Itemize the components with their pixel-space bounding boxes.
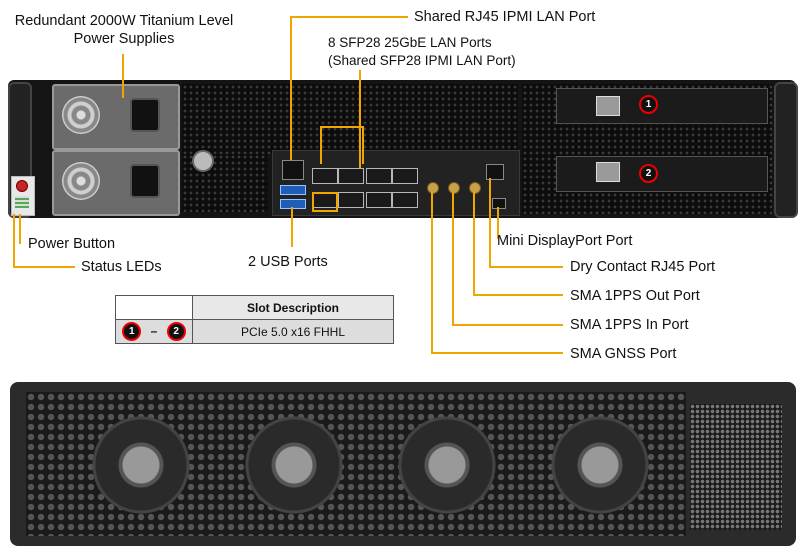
label-sfp: 8 SFP28 25GbE LAN Ports (Shared SFP28 IP… xyxy=(328,34,516,70)
slot-2-card-port xyxy=(596,162,620,182)
slot-description-table: Slot Description 1 – 2 PCIe 5.0 x16 FHHL xyxy=(115,295,394,344)
slot-table-description: PCIe 5.0 x16 FHHL xyxy=(192,319,394,344)
fan-1-icon xyxy=(66,390,216,540)
slot-table-header: Slot Description xyxy=(192,295,394,320)
label-usb: 2 USB Ports xyxy=(248,254,328,270)
callout-line-power-button xyxy=(19,214,21,244)
label-sma-in: SMA 1PPS In Port xyxy=(570,317,689,333)
slot-table-separator: – xyxy=(150,323,158,338)
slot-table-badge-start: 1 xyxy=(122,322,142,341)
slot-1-card-port xyxy=(596,96,620,116)
sfp-group-highlight xyxy=(320,126,364,164)
sma-1pps-in-port[interactable] xyxy=(448,182,460,194)
label-sfp-line-1: 8 SFP28 25GbE LAN Ports xyxy=(328,35,492,50)
rear-vent-grille xyxy=(182,84,518,154)
psu-fan-icon xyxy=(62,96,100,134)
callout-line-ipmi-v xyxy=(290,16,292,160)
shared-ipmi-sfp-highlight xyxy=(312,192,338,212)
callout-line-sfp xyxy=(359,70,361,168)
pcie-slot-2 xyxy=(556,156,768,192)
fan-4-icon xyxy=(525,390,675,540)
sma-1pps-out-port[interactable] xyxy=(469,182,481,194)
label-psu: Redundant 2000W Titanium Level Power Sup… xyxy=(8,12,240,48)
callout-line-status-leds-h xyxy=(13,266,75,268)
callout-line-usb xyxy=(291,207,293,247)
slot-table-corner xyxy=(115,295,193,320)
ipmi-lan-port[interactable] xyxy=(282,160,304,180)
callout-line-psu xyxy=(122,54,124,98)
label-sma-out: SMA 1PPS Out Port xyxy=(570,288,700,304)
sfp28-port-2[interactable] xyxy=(338,168,364,184)
grounding-screw xyxy=(192,150,214,172)
label-mini-dp: Mini DisplayPort Port xyxy=(497,233,633,249)
callout-line-status-leds-v xyxy=(13,214,15,268)
callout-line-sma-in-v xyxy=(452,192,454,326)
slot-table-badge-end: 2 xyxy=(166,322,186,341)
sfp28-port-8[interactable] xyxy=(392,192,418,208)
callout-line-sma-gnss-v xyxy=(431,192,433,354)
label-dry-contact: Dry Contact RJ45 Port xyxy=(570,259,716,275)
fan-2-icon xyxy=(219,390,369,540)
callout-line-mini-dp xyxy=(497,207,499,239)
callout-line-dry-contact-v xyxy=(489,178,491,268)
label-sfp-line-2: (Shared SFP28 IPMI LAN Port) xyxy=(328,53,516,68)
sfp28-port-7[interactable] xyxy=(366,192,392,208)
power-button[interactable] xyxy=(16,180,28,192)
dry-contact-rj45-port[interactable] xyxy=(486,164,504,180)
callout-line-dry-contact-h xyxy=(489,266,563,268)
callout-line-ipmi-h xyxy=(290,16,408,18)
label-sma-gnss: SMA GNSS Port xyxy=(570,346,677,362)
callout-line-sma-gnss-h xyxy=(431,352,563,354)
usb-port-2[interactable] xyxy=(280,199,306,209)
power-supply-1 xyxy=(52,84,180,150)
rear-vent-grille-lower xyxy=(182,154,268,212)
label-ipmi: Shared RJ45 IPMI LAN Port xyxy=(414,9,596,25)
front-side-grille xyxy=(690,404,782,530)
callout-line-sma-out-v xyxy=(473,192,475,296)
sfp28-port-1[interactable] xyxy=(312,168,338,184)
label-status-leds: Status LEDs xyxy=(81,259,162,275)
slot-table-range: 1 – 2 xyxy=(115,319,193,344)
sfp28-port-5[interactable] xyxy=(366,168,392,184)
power-supply-2 xyxy=(52,150,180,216)
fan-3-icon xyxy=(372,390,522,540)
power-socket-icon xyxy=(130,164,160,198)
right-handle xyxy=(774,82,798,218)
callout-line-sma-out-h xyxy=(473,294,563,296)
callout-line-sma-in-h xyxy=(452,324,563,326)
sfp28-port-4[interactable] xyxy=(338,192,364,208)
pcie-slot-1 xyxy=(556,88,768,124)
sma-gnss-port[interactable] xyxy=(427,182,439,194)
slot-badge-2: 2 xyxy=(639,164,658,183)
label-power-button: Power Button xyxy=(28,236,116,252)
slot-badge-1: 1 xyxy=(639,95,658,114)
sfp28-port-6[interactable] xyxy=(392,168,418,184)
label-psu-line-2: Power Supplies xyxy=(73,31,175,47)
label-psu-line-1: Redundant 2000W Titanium Level xyxy=(14,13,234,29)
psu-fan-icon xyxy=(62,162,100,200)
usb-port-1[interactable] xyxy=(280,185,306,195)
power-socket-icon xyxy=(130,98,160,132)
status-leds xyxy=(15,196,29,208)
mini-displayport[interactable] xyxy=(492,198,506,209)
